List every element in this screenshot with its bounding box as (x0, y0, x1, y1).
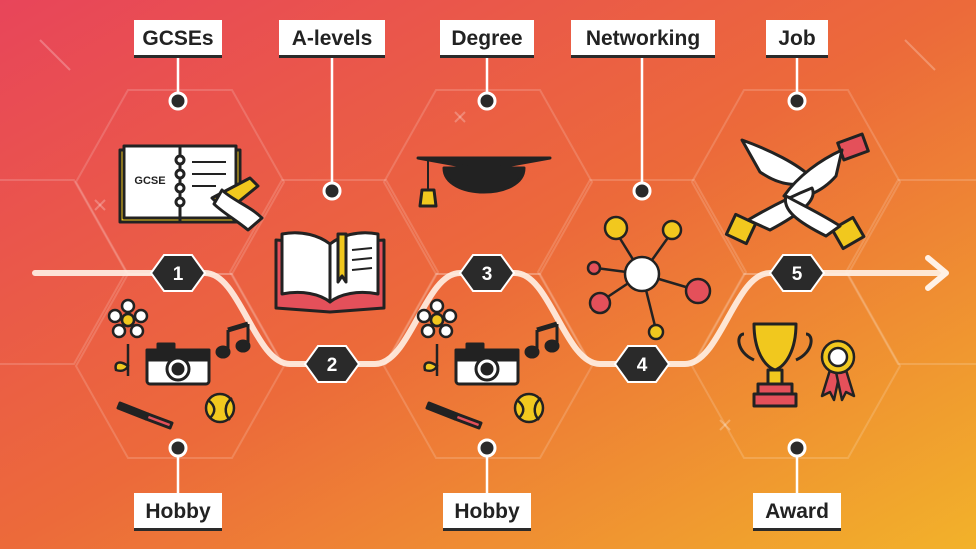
step-marker-2: 2 (303, 345, 361, 383)
step-number: 5 (792, 264, 803, 285)
pattern-sparkles (39, 39, 936, 431)
graduation-cap-icon (416, 156, 552, 208)
notebook-writing-icon (118, 144, 264, 232)
open-book-icon (274, 231, 386, 314)
paintbrush-icon (116, 401, 174, 430)
joined-hands-icon (724, 132, 870, 251)
connector-dots (168, 91, 807, 458)
network-nodes-icon (586, 215, 712, 341)
trophy-icon (737, 322, 813, 408)
step-marker-1: 1 (149, 254, 207, 292)
label-networking: Networking (571, 20, 715, 58)
flower-icon (107, 298, 149, 376)
tennis-ball-icon (204, 392, 236, 424)
label-hobby-2: Hobby (443, 493, 531, 531)
label-hobby-1: Hobby (134, 493, 222, 531)
notebook-label: GCSE (134, 175, 165, 187)
label-job: Job (766, 20, 828, 58)
rosette-icon (820, 339, 856, 402)
path-arrowhead (925, 255, 949, 291)
step-number: 3 (482, 264, 493, 285)
label-award: Award (753, 493, 841, 531)
step-marker-5: 5 (768, 254, 826, 292)
step-number: 1 (173, 264, 184, 285)
camera-icon (145, 342, 211, 386)
label-gcses: GCSEs (134, 20, 222, 58)
step-number: 4 (637, 355, 648, 376)
step-marker-3: 3 (458, 254, 516, 292)
step-marker-4: 4 (613, 345, 671, 383)
label-a-levels: A-levels (279, 20, 385, 58)
step-number: 2 (327, 355, 338, 376)
label-degree: Degree (440, 20, 534, 58)
music-notes-icon (215, 321, 251, 359)
